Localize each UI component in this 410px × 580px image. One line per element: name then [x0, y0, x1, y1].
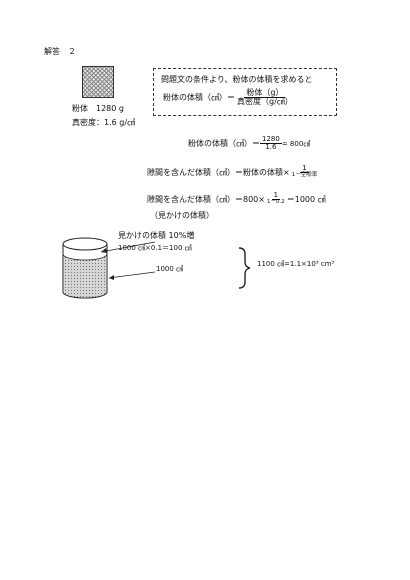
eq1-fraction: 1280 1.6	[260, 135, 282, 152]
bulk-volume-formula: 隙間を含んだ体積（㎤）＝粉体の体積× 1 1－空隙率	[147, 164, 320, 179]
increase-label: 見かけの体積 10%増	[118, 231, 195, 240]
eq1-numerator: 1280	[260, 135, 282, 145]
base-volume-label: 1000 ㎤	[156, 265, 184, 273]
container-diagram	[62, 237, 251, 299]
eq1-denominator: 1.6	[265, 143, 277, 152]
eq3-fraction: 1 1－0.2	[265, 191, 287, 206]
formula-lhs: 粉体の体積（㎤）＝	[163, 93, 235, 103]
eq1-lhs: 粉体の体積（㎤）＝	[188, 139, 260, 149]
eq2-denominator: 1－空隙率	[291, 172, 318, 179]
eq2-lhs: 隙間を含んだ体積（㎤）＝粉体の体積×	[147, 167, 290, 177]
powder-mass-label: 粉体 1280 g	[72, 104, 124, 113]
total-volume-label: 1100 ㎤=1.1×10³ cm³	[257, 260, 335, 268]
bulk-volume-calculation: 隙間を含んだ体積（㎤）＝800× 1 1－0.2 ＝1000 ㎤	[147, 191, 326, 206]
powder-volume-equation: 粉体の体積（㎤）＝ 1280 1.6 = 800㎤	[188, 135, 311, 152]
powder-fill	[62, 253, 108, 299]
arrow-100-head	[101, 248, 107, 253]
true-density-label: 真密度：1.6 g/㎤	[72, 118, 136, 127]
apparent-volume-note: （見かけの体積）	[150, 211, 214, 220]
eq3-numerator: 1	[271, 191, 281, 201]
arrow-1000-head	[109, 275, 114, 280]
eq2-numerator: 1	[300, 164, 309, 174]
eq3-rhs: ＝1000 ㎤	[286, 194, 326, 204]
cylinder-top	[62, 237, 108, 251]
eq2-fraction: 1 1－空隙率	[290, 164, 320, 179]
condition-box: 問題文の条件より、粉体の体積を求めると 粉体の体積（㎤）＝ 粉体（g） 真密度（…	[153, 68, 337, 116]
formula-denominator: 真密度（g/㎤）	[237, 97, 293, 107]
arrow-1000	[108, 271, 156, 279]
eq3-denominator: 1－0.2	[266, 199, 285, 206]
eq1-rhs: = 800㎤	[281, 139, 311, 148]
condition-text: 問題文の条件より、粉体の体積を求めると	[161, 75, 313, 84]
volume-formula: 粉体の体積（㎤）＝ 粉体（g） 真密度（g/㎤）	[163, 88, 295, 107]
answer-heading: 解答 ２	[44, 47, 76, 56]
brace	[238, 247, 251, 289]
eq3-lhs: 隙間を含んだ体積（㎤）＝800×	[147, 194, 265, 204]
formula-fraction: 粉体（g） 真密度（g/㎤）	[235, 88, 295, 107]
arrow-100	[100, 241, 156, 253]
formula-numerator: 粉体（g）	[244, 88, 286, 99]
powder-sample-figure	[82, 66, 114, 98]
increase-calc: 1000 ㎤×0.1＝100 ㎤	[118, 244, 192, 252]
